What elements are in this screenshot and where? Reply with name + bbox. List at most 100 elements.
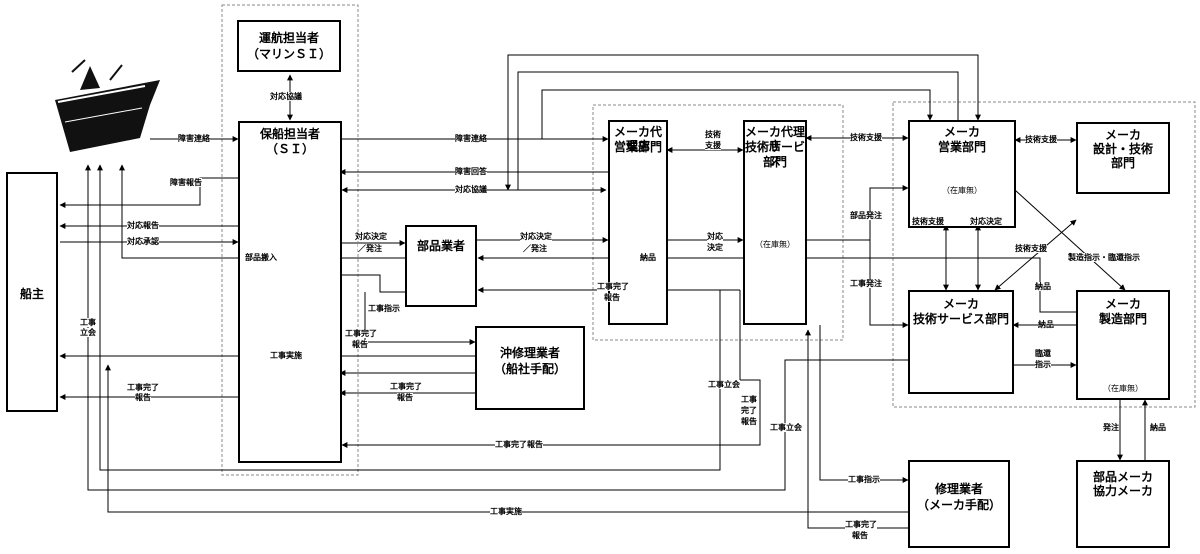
label-buhin-hacchu-1: 部品発注 bbox=[850, 211, 882, 220]
marine-si-title: 運航担当者 bbox=[258, 31, 319, 45]
parts-maker-box: 部品メーカ 協力メーカ bbox=[1076, 460, 1170, 548]
parts-maker-subtitle: 協力メーカ bbox=[1092, 484, 1153, 498]
label-kouji-kanryou-report-long: 工事完了報告 bbox=[495, 440, 543, 449]
marine-si-subtitle: （マリンＳＩ） bbox=[246, 47, 331, 61]
maker-mfg-subtitle: 製造部門 bbox=[1098, 312, 1147, 326]
label-taiou-kettei-hacchu-2a: 対応決定 bbox=[520, 232, 552, 241]
label-kouji-tachiai-3: 工事立会 bbox=[770, 423, 802, 432]
agent-tech-line2: 技術サービス bbox=[745, 140, 806, 168]
si-title: 保船担当者 bbox=[259, 127, 320, 141]
maker-tech-title: メーカ bbox=[942, 297, 979, 311]
maker-tech-box: メーカ 技術サービス部門 bbox=[908, 290, 1014, 394]
maker-tech-subtitle: 技術サービス部門 bbox=[912, 312, 1009, 326]
label-kouji-kanryou-left-2: 報告 bbox=[135, 393, 151, 402]
label-gijutsu-shien-1a: 技術 bbox=[705, 130, 721, 139]
label-gijutsu-shien-4: 技術支援 bbox=[1015, 244, 1047, 253]
label-nouhin-2: 納品 bbox=[1035, 282, 1051, 291]
maker-mfg-title: メーカ bbox=[1104, 297, 1141, 311]
agent-tech-box: メーカ代理店 技術サービス 部門 （在庫無） bbox=[743, 120, 807, 325]
marine-si-box: 運航担当者 （マリンＳＩ） bbox=[237, 20, 341, 72]
maker-mfg-stock: （在庫無） bbox=[1103, 384, 1143, 393]
parts-vendor-title: 部品業者 bbox=[416, 239, 465, 253]
maker-sales-box: メーカ 営業部門 （在庫無） bbox=[908, 120, 1016, 228]
label-shougai-kaitou: 障害回答 bbox=[455, 167, 487, 176]
label-kouji-tachiai-left-1: 工事 bbox=[80, 318, 96, 327]
label-gijutsu-shien-1b: 支援 bbox=[705, 141, 721, 150]
maker-design-subtitle: 設計・技術 bbox=[1092, 142, 1153, 156]
label-kouji-kanryou-3b: 完了 bbox=[741, 406, 757, 415]
maker-repair-title: 修理業者 bbox=[934, 482, 983, 496]
label-taiou-kettei-agent-a: 対応 bbox=[707, 232, 723, 241]
label-nouhin-1: 納品 bbox=[640, 253, 656, 262]
label-taiou-kyougi-top: 対応協議 bbox=[270, 92, 302, 101]
label-gijutsu-shien-2: 技術支援 bbox=[850, 133, 882, 142]
agent-tech-line3: 部門 bbox=[762, 155, 787, 169]
maker-design-title: メーカ bbox=[1104, 128, 1141, 142]
maker-repair-box: 修理業者 （メーカ手配） bbox=[908, 460, 1010, 548]
maker-sales-title: メーカ bbox=[943, 125, 980, 139]
label-nouhin-3: 納品 bbox=[1038, 320, 1054, 329]
label-taiou-kyougi-mid: 対応協議 bbox=[455, 185, 487, 194]
label-taiou-kettei-hacchu-2b: ／発注 bbox=[523, 244, 547, 253]
label-kouji-kanryou-left-1: 工事完了 bbox=[127, 383, 159, 392]
label-taiou-shounin: 対応承認 bbox=[127, 237, 159, 246]
label-kyuukan-shiji-b: 指示 bbox=[1035, 360, 1051, 369]
label-kouji-kanryou-3c: 報告 bbox=[741, 417, 757, 426]
label-nouhin-bottom: 納品 bbox=[1150, 423, 1166, 432]
label-kouji-jisshi-mid: 工事実施 bbox=[270, 351, 302, 360]
maker-mfg-box: メーカ 製造部門 （在庫無） bbox=[1076, 290, 1170, 400]
label-kouji-kanryou-4a: 工事完了 bbox=[845, 520, 877, 529]
label-kouji-kanryou-1b: 報告 bbox=[352, 340, 368, 349]
maker-sales-stock: （在庫無） bbox=[942, 186, 982, 195]
label-kouji-jisshi-bottom: 工事実施 bbox=[490, 507, 522, 516]
label-buhin-hannyu: 部品搬入 bbox=[245, 253, 277, 262]
agent-sales-title: メーカ代理店 bbox=[613, 125, 662, 153]
offshore-repair-box: 沖修理業者 （船社手配） bbox=[475, 326, 585, 410]
label-kouji-kanryou-3a: 工事 bbox=[741, 395, 757, 404]
maker-group-region bbox=[892, 101, 1196, 408]
label-taiou-kettei-hacchu-1b: ／発注 bbox=[358, 244, 382, 253]
label-shougai-houkoku: 障害報告 bbox=[170, 178, 202, 187]
agent-group-region bbox=[592, 104, 844, 341]
offshore-repair-title: 沖修理業者 bbox=[499, 346, 560, 360]
si-box: 保船担当者 （ＳＩ） bbox=[238, 121, 342, 463]
label-gijutsu-shien-3: 技術支援 bbox=[1025, 135, 1057, 144]
owner-box: 船主 bbox=[6, 172, 58, 412]
label-taiou-houkoku: 対応報告 bbox=[127, 221, 159, 230]
agent-tech-line1: メーカ代理店 bbox=[745, 125, 806, 153]
label-kouji-shiji-2: 工事指示 bbox=[848, 475, 880, 484]
offshore-repair-subtitle: （船社手配） bbox=[493, 362, 566, 376]
parts-vendor-box: 部品業者 bbox=[405, 225, 477, 307]
maker-sales-subtitle: 営業部門 bbox=[937, 140, 986, 154]
label-shougai-renraku-mid: 障害連絡 bbox=[455, 134, 487, 143]
label-kouji-tachiai-2: 工事立会 bbox=[708, 380, 740, 389]
maker-repair-subtitle: （メーカ手配） bbox=[916, 498, 1001, 512]
label-gijutsu-shien-box: 技術支援 bbox=[912, 217, 944, 226]
owner-title: 船主 bbox=[19, 287, 44, 301]
label-kouji-kanryou-2b: 報告 bbox=[397, 393, 413, 402]
label-kouji-kanryou-2a: 工事完了 bbox=[390, 382, 422, 391]
label-shougai-renraku-ship: 障害連絡 bbox=[178, 134, 210, 143]
maker-design-box: メーカ 設計・技術 部門 bbox=[1076, 122, 1170, 194]
label-hacchu-bottom: 発注 bbox=[1103, 423, 1119, 432]
label-kouji-tachiai-left-2: 立会 bbox=[80, 328, 96, 337]
label-kouji-kanryou-4b: 報告 bbox=[852, 531, 868, 540]
parts-maker-title: 部品メーカ bbox=[1092, 470, 1153, 484]
label-taiou-kettei-box: 対応決定 bbox=[970, 217, 1002, 226]
label-kouji-hacchu: 工事発注 bbox=[850, 279, 882, 288]
label-taiou-kettei-agent-b: 決定 bbox=[707, 243, 723, 252]
ship-icon bbox=[55, 59, 160, 152]
label-kouji-kanryou-1a: 工事完了 bbox=[345, 329, 377, 338]
label-taiou-kettei-hacchu-1a: 対応決定 bbox=[355, 232, 387, 241]
agent-sales-subtitle: 営業部門 bbox=[613, 140, 662, 154]
si-subtitle: （ＳＩ） bbox=[265, 142, 314, 156]
label-kouji-kanryou-agent-b: 報告 bbox=[604, 293, 620, 302]
label-kouji-kanryou-agent-a: 工事完了 bbox=[597, 282, 629, 291]
label-seizou-shiji: 製造指示・臨還指示 bbox=[1068, 253, 1140, 262]
label-kyuukan-shiji-a: 臨還 bbox=[1035, 349, 1051, 358]
agent-tech-stock: （在庫無） bbox=[755, 240, 795, 249]
label-kouji-shiji-1: 工事指示 bbox=[368, 304, 400, 313]
maker-design-dept: 部門 bbox=[1110, 156, 1135, 170]
